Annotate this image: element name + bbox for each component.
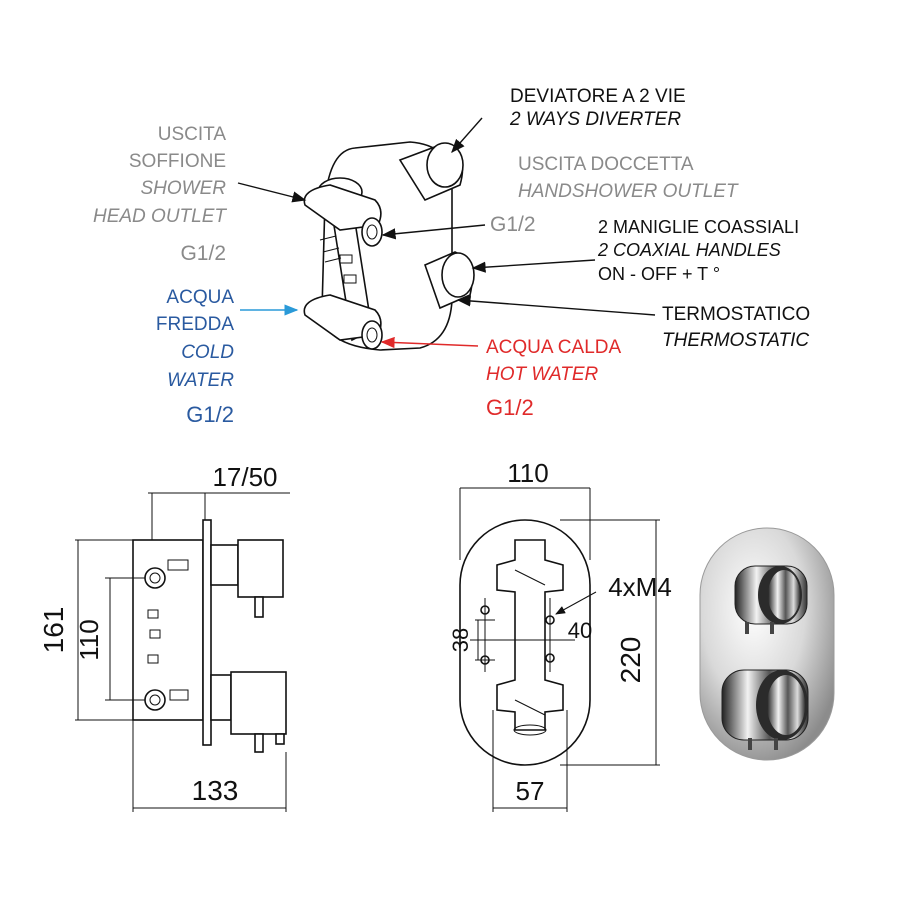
leader-handles [471, 259, 596, 273]
label-head-outlet: HEAD OUTLET [93, 206, 227, 227]
dim-110-vertical: 110 [74, 619, 104, 660]
label-handshower-outlet: HANDSHOWER OUTLET [518, 181, 739, 202]
leader-thermostatic [456, 295, 656, 316]
label-soffione: SOFFIONE [129, 151, 226, 172]
label-uscita-doccetta: USCITA DOCCETTA [518, 154, 694, 175]
label-cold: COLD [181, 342, 234, 363]
callout-labels: DEVIATORE A 2 VIE 2 WAYS DIVERTER USCITA… [93, 86, 810, 427]
label-shower: SHOWER [141, 178, 227, 199]
front-view-drawing: 110 38 40 4xM4 220 57 [448, 458, 672, 812]
label-coaxial: 2 COAXIAL HANDLES [597, 240, 781, 260]
dim-4xm4: 4xM4 [608, 572, 672, 602]
dim-38: 38 [448, 628, 473, 652]
dim-57: 57 [516, 776, 545, 806]
label-water: WATER [167, 370, 234, 391]
product-render [699, 527, 835, 761]
dim-133: 133 [192, 775, 239, 806]
label-cold-g: G1/2 [186, 402, 234, 427]
leader-diverter [451, 117, 483, 154]
label-diverter: 2 WAYS DIVERTER [509, 109, 681, 130]
dim-161: 161 [38, 607, 69, 654]
leader-lines [237, 117, 656, 349]
label-thermostatic: THERMOSTATIC [662, 330, 809, 351]
label-deviatore: DEVIATORE A 2 VIE [510, 86, 686, 107]
label-acqua-calda: ACQUA CALDA [486, 337, 621, 358]
valve-3d-drawing [303, 141, 475, 351]
label-maniglie: 2 MANIGLIE COASSIALI [598, 217, 799, 237]
dim-40: 40 [568, 618, 592, 643]
label-fredda: FREDDA [156, 314, 234, 335]
leader-handshower [381, 224, 486, 240]
leader-head-outlet [237, 182, 307, 203]
label-uscita: USCITA [158, 124, 227, 145]
side-view-drawing: 17/50 161 110 133 [38, 462, 290, 812]
leader-hot [380, 336, 479, 349]
label-handshower-g: G1/2 [490, 213, 536, 236]
label-head-g: G1/2 [180, 242, 226, 265]
label-acqua: ACQUA [166, 287, 234, 308]
label-hot-water: HOT WATER [486, 364, 599, 385]
dim-17-50: 17/50 [212, 462, 277, 492]
label-hot-g: G1/2 [486, 395, 534, 420]
label-termostatico: TERMOSTATICO [662, 304, 810, 325]
dim-110-horizontal: 110 [507, 458, 548, 488]
label-onoff: ON - OFF + T ° [598, 264, 720, 284]
dim-220: 220 [615, 637, 646, 684]
